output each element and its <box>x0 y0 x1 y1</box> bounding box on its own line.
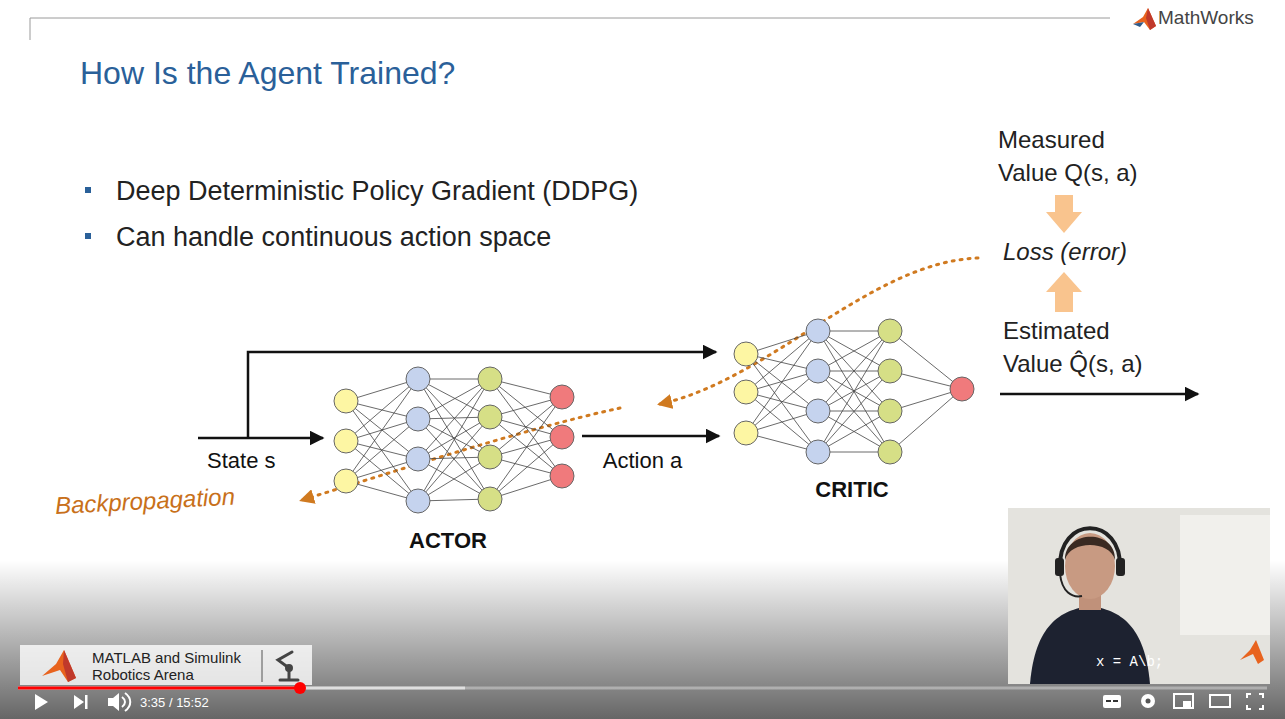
network-link <box>818 331 890 452</box>
network-link <box>818 331 890 452</box>
neuron <box>334 469 358 493</box>
signal-label: State s <box>207 448 275 474</box>
neuron <box>478 367 502 391</box>
signal-label: Action a <box>603 448 683 474</box>
top-rule <box>30 18 1110 40</box>
player-controls <box>35 693 1263 711</box>
network-link <box>346 379 418 481</box>
network-link <box>746 331 818 392</box>
neuron <box>478 445 502 469</box>
bullet <box>85 233 91 239</box>
brand-mark: MathWorks <box>1158 7 1254 30</box>
progress-buffer <box>18 687 465 690</box>
network-name: ACTOR <box>409 528 487 554</box>
neuron <box>334 429 358 453</box>
value-label: Measured Value Q(s, a) <box>998 123 1163 189</box>
block-arrow <box>1046 195 1082 233</box>
backprop-path <box>660 258 978 404</box>
network-link <box>346 419 418 481</box>
state-arrow <box>198 437 323 440</box>
robot-arm-icon <box>278 652 298 680</box>
progress-handle <box>294 682 306 694</box>
neuron <box>406 407 430 431</box>
neuron <box>406 367 430 391</box>
neuron <box>806 359 830 383</box>
network-link <box>418 379 490 501</box>
actor-network: ACTOR <box>328 362 582 562</box>
neuron <box>878 359 902 383</box>
strip-divider <box>262 650 263 682</box>
network-link <box>490 437 562 499</box>
progress-track <box>18 687 1267 690</box>
neuron <box>334 389 358 413</box>
backprop-path <box>302 408 620 500</box>
bullet <box>85 187 91 193</box>
value-label: Estimated Value Q̂(s, a) <box>1003 314 1168 380</box>
neuron <box>734 342 758 366</box>
neuron <box>806 319 830 343</box>
network-link <box>490 379 562 437</box>
neuron <box>734 380 758 404</box>
network-link <box>746 371 818 433</box>
output-arrow <box>1000 393 1198 396</box>
neuron <box>806 440 830 464</box>
neuron <box>950 377 974 401</box>
neuron <box>550 425 574 449</box>
neuron <box>406 489 430 513</box>
neuron <box>734 421 758 445</box>
network-name: CRITIC <box>815 477 888 503</box>
neuron <box>878 319 902 343</box>
network-link <box>746 331 818 433</box>
neuron <box>478 487 502 511</box>
critic-network: CRITIC <box>720 315 982 510</box>
webcam-inset <box>1008 508 1270 684</box>
loss-label: Loss (error) <box>1003 238 1127 267</box>
neuron <box>406 447 430 471</box>
progress-played <box>18 687 300 690</box>
neuron <box>878 399 902 423</box>
block-arrow <box>1046 272 1082 312</box>
network-link <box>746 392 818 452</box>
mathworks-logo <box>1133 8 1156 30</box>
network-link <box>890 389 962 452</box>
neuron <box>806 399 830 423</box>
state-arrow <box>248 352 716 438</box>
neuron <box>550 385 574 409</box>
neuron <box>478 405 502 429</box>
network-link <box>890 331 962 389</box>
channel-name: MATLAB and Simulink <box>92 649 241 667</box>
bullet-text: Deep Deterministic Policy Gradient (DDPG… <box>116 175 638 207</box>
shirt-print: x = A\b; <box>1096 654 1163 671</box>
matlab-logo <box>42 650 76 682</box>
backprop-label: Backpropagation <box>54 483 235 521</box>
video-time: 3:35 / 15:52 <box>140 695 209 711</box>
channel-name: Robotics Arena <box>92 666 194 684</box>
bullet-text: Can handle continuous action space <box>116 221 551 253</box>
signal-arrow <box>582 435 719 438</box>
network-link <box>346 379 418 441</box>
channel-strip <box>20 645 312 685</box>
neuron <box>878 440 902 464</box>
neuron <box>550 464 574 488</box>
slide-title: How Is the Agent Trained? <box>80 54 455 92</box>
